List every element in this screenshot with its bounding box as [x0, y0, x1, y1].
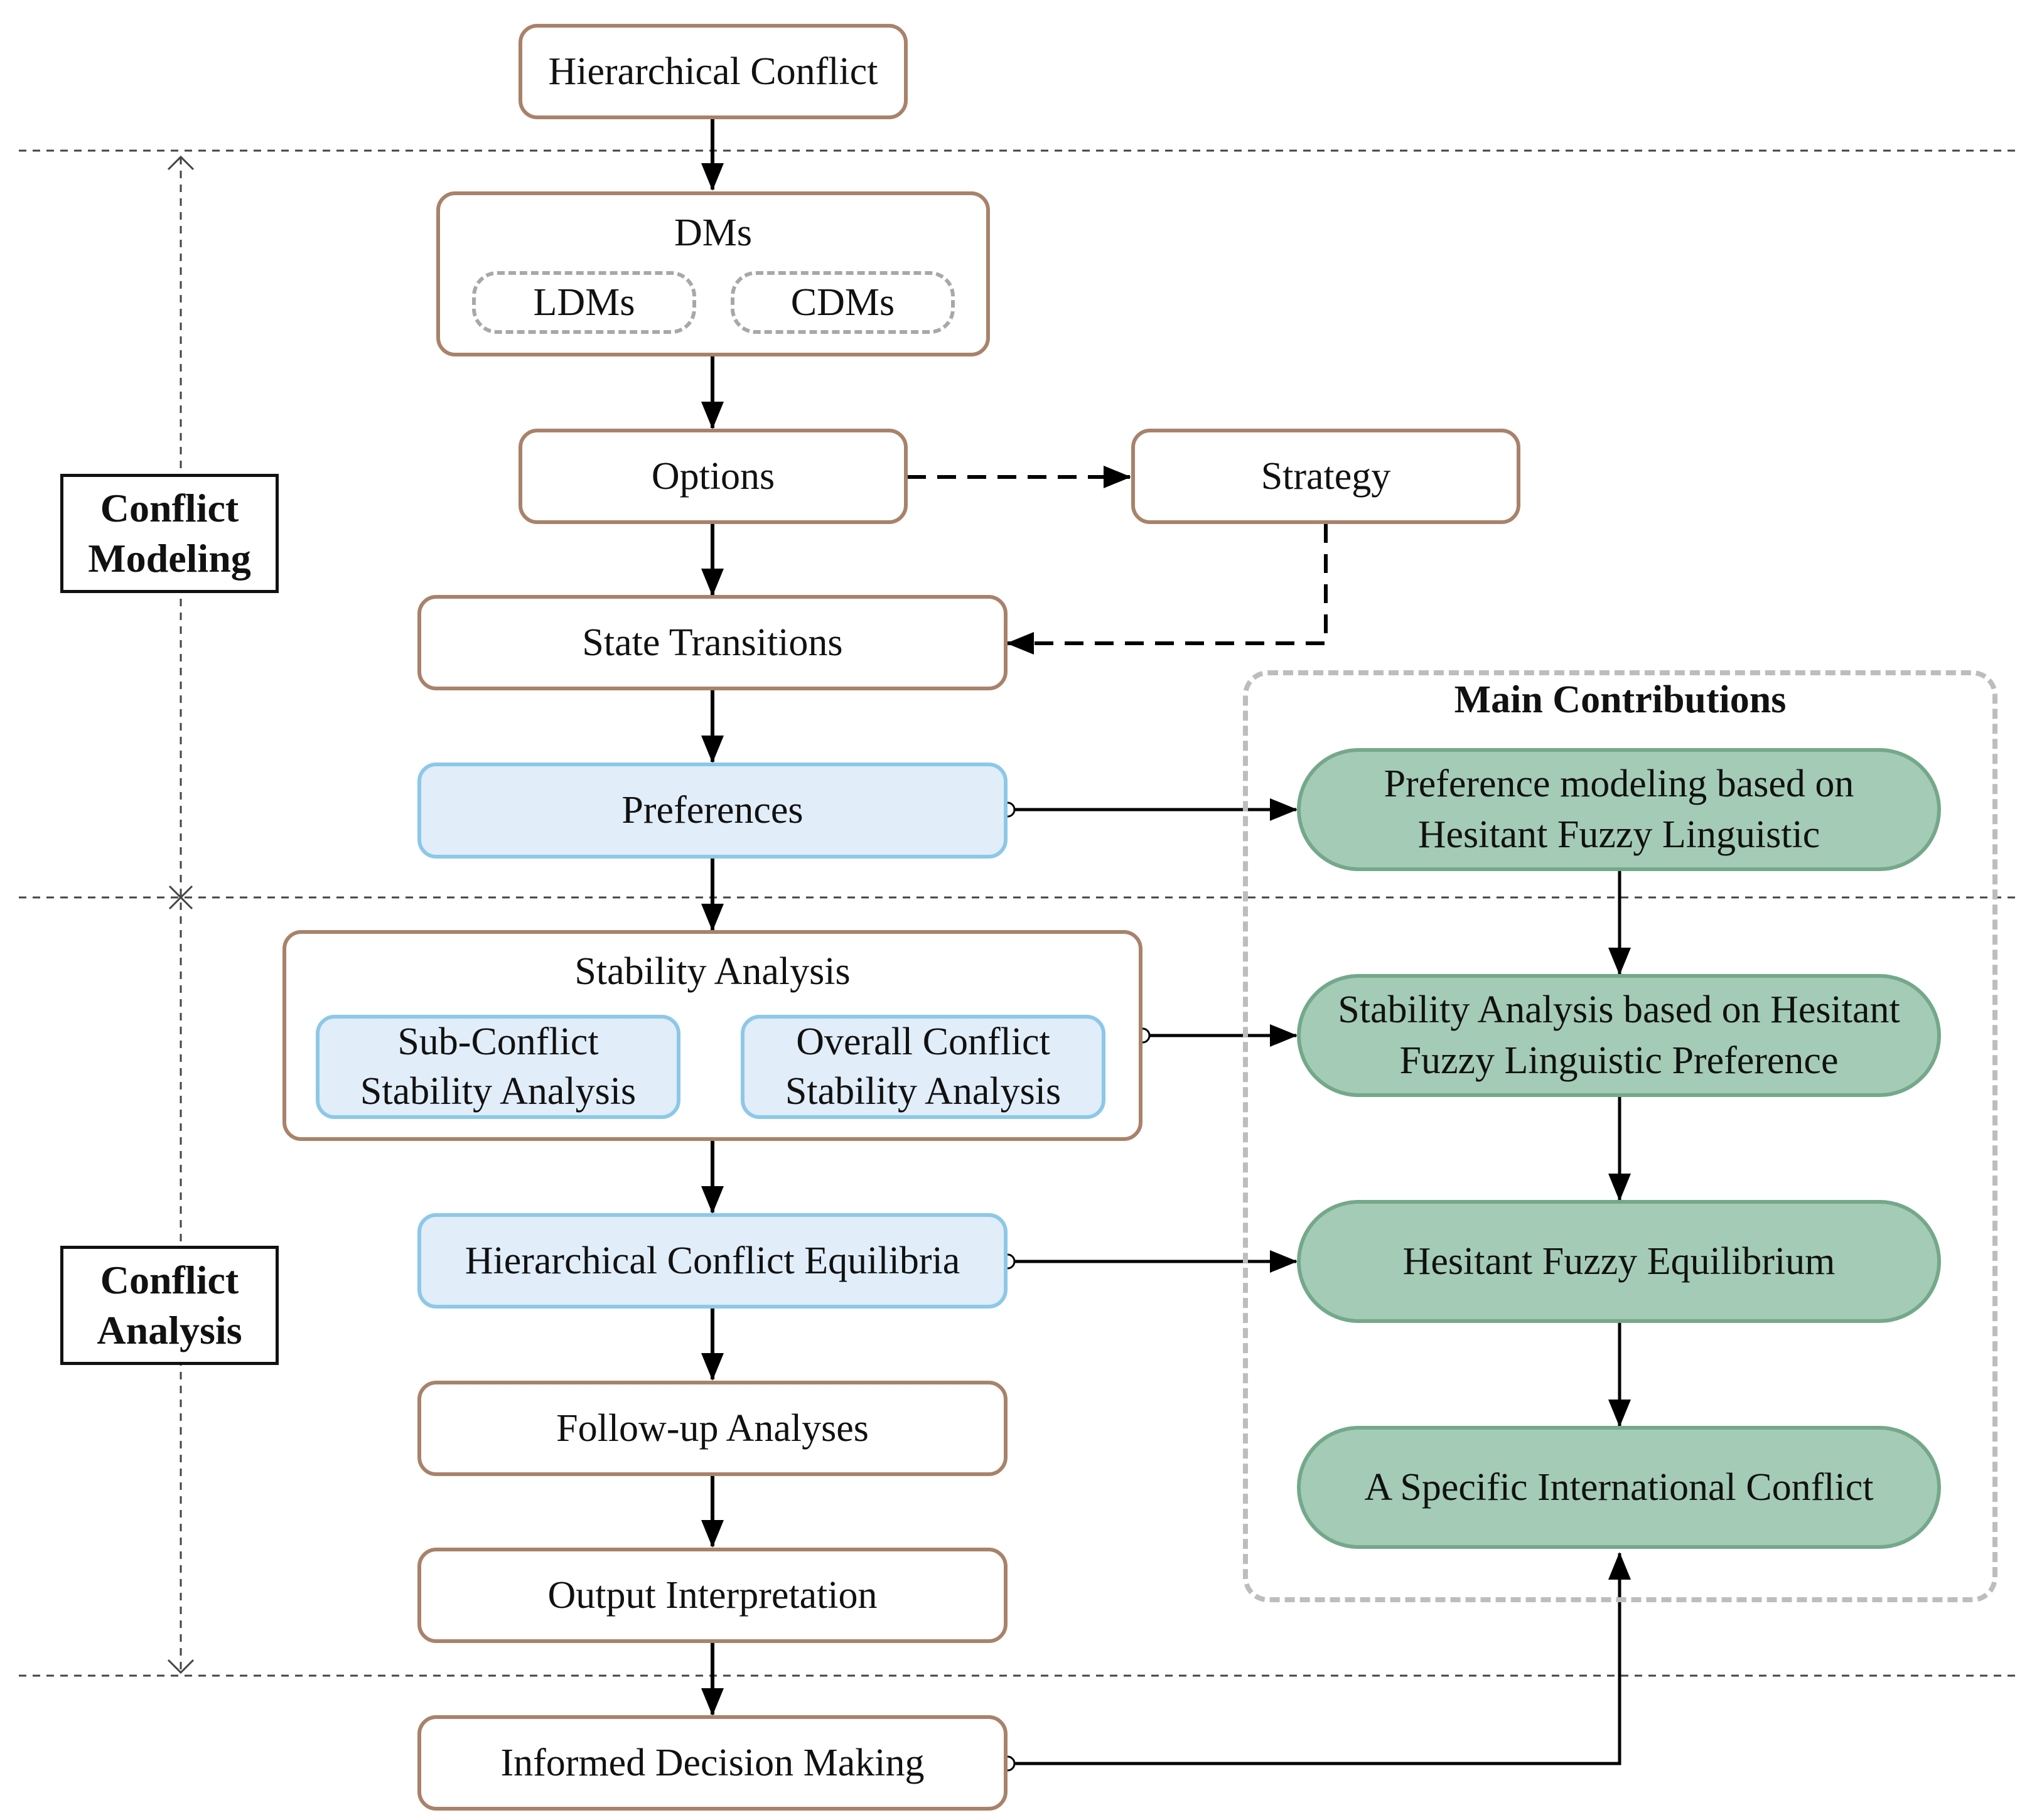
- hierarchical-conflict-box: Hierarchical Conflict: [519, 24, 908, 119]
- contribution-preference-modeling: Preference modeling based on Hesitant Fu…: [1297, 748, 1941, 871]
- phase-scale-bottom-tick: [167, 1659, 195, 1674]
- contribution-international-conflict: A Specific International Conflict: [1297, 1426, 1941, 1549]
- preferences-box: Preferences: [417, 763, 1008, 859]
- contribution-stability-analysis: Stability Analysis based on Hesitant Fuz…: [1297, 974, 1941, 1097]
- phase-scale-top-tick: [167, 155, 195, 171]
- ldms-box: LDMs: [472, 271, 696, 334]
- cdms-box: CDMs: [731, 271, 955, 334]
- strategy-box: Strategy: [1131, 429, 1520, 524]
- dms-label: DMs: [674, 211, 753, 254]
- stability-analysis-label: Stability Analysis: [574, 950, 851, 993]
- contribution-hesitant-equilibrium: Hesitant Fuzzy Equilibrium: [1297, 1200, 1941, 1323]
- main-contributions-title: Main Contributions: [1454, 678, 1787, 721]
- phase-label-modeling: Conflict Modeling: [60, 474, 279, 593]
- options-box: Options: [519, 429, 908, 524]
- equilibria-box: Hierarchical Conflict Equilibria: [417, 1213, 1008, 1309]
- follow-up-box: Follow-up Analyses: [417, 1381, 1008, 1476]
- informed-decision-box: Informed Decision Making: [417, 1715, 1008, 1811]
- sub-conflict-box: Sub-Conflict Stability Analysis: [316, 1015, 680, 1119]
- phase-scale-cross: [168, 885, 193, 910]
- output-interpretation-box: Output Interpretation: [417, 1548, 1008, 1643]
- arrow-strategy-state: [1006, 524, 1328, 655]
- phase-label-analysis: Conflict Analysis: [60, 1246, 279, 1365]
- arrow-decision-contrib: [1014, 1552, 1631, 1765]
- main-contributions-panel: [1243, 670, 1997, 1602]
- overall-conflict-box: Overall Conflict Stability Analysis: [741, 1015, 1105, 1119]
- state-transitions-box: State Transitions: [417, 595, 1008, 690]
